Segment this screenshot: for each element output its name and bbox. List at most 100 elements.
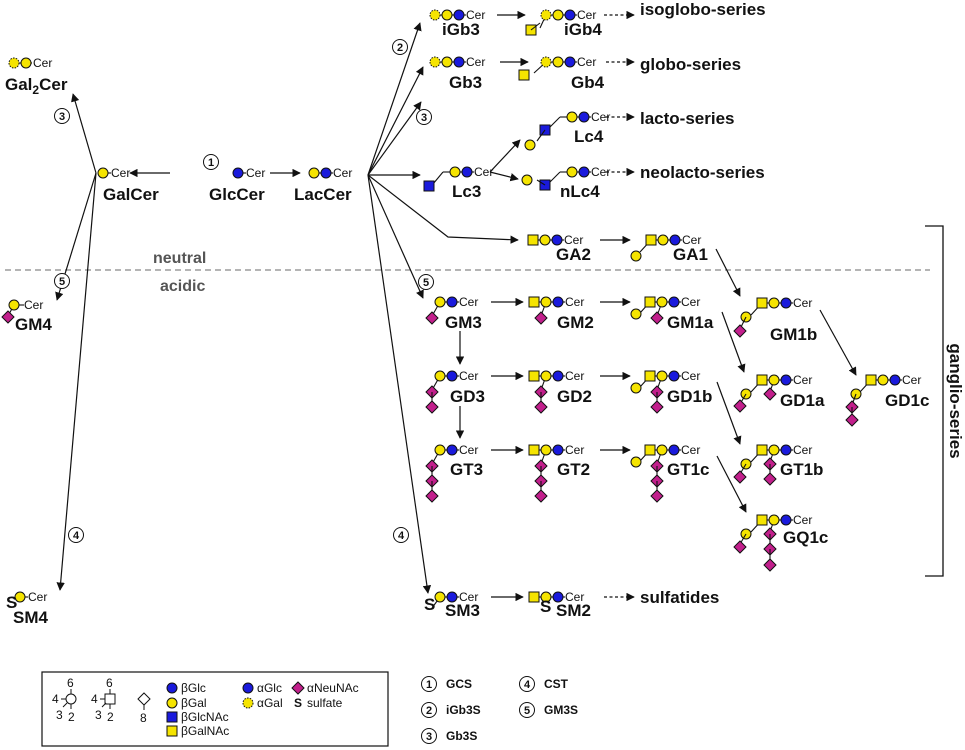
gal-symbol bbox=[449, 166, 461, 178]
galnac-symbol bbox=[528, 444, 540, 456]
glc-symbol bbox=[669, 234, 681, 246]
label-igb3: iGb3 bbox=[442, 20, 480, 39]
svg-text:6: 6 bbox=[106, 676, 113, 690]
enzyme-name: Gb3S bbox=[446, 729, 477, 743]
enzyme-marker-number: 2 bbox=[426, 705, 432, 717]
enzyme-marker-number: 4 bbox=[524, 679, 531, 691]
legend-box bbox=[41, 671, 389, 747]
galnac-symbol bbox=[756, 444, 768, 456]
gal-symbol bbox=[768, 297, 780, 309]
label-gt3: GT3 bbox=[450, 460, 483, 479]
label-lc3: Lc3 bbox=[452, 182, 481, 201]
ceramide-label: Cer bbox=[466, 8, 485, 22]
glc-symbol bbox=[780, 374, 792, 386]
label-gd1b: GD1b bbox=[667, 387, 712, 406]
glc-symbol bbox=[668, 370, 680, 382]
label-sm4: SM4 bbox=[13, 608, 49, 627]
gal-symbol bbox=[434, 296, 446, 308]
gal-symbol bbox=[540, 296, 552, 308]
ceramide-label: Cer bbox=[564, 233, 583, 247]
glc-symbol bbox=[446, 370, 458, 382]
gal-symbol bbox=[14, 591, 26, 603]
ceramide-label: Cer bbox=[681, 369, 700, 383]
enzyme-name: GM3S bbox=[544, 703, 578, 717]
label-ga1: GA1 bbox=[673, 245, 708, 264]
ceramide-label: Cer bbox=[565, 590, 584, 604]
label-gq1c: GQ1c bbox=[783, 528, 828, 547]
label-gt1b: GT1b bbox=[780, 460, 823, 479]
label-gm1b: GM1b bbox=[770, 325, 817, 344]
step-marker-number: 2 bbox=[397, 42, 403, 54]
gal-symbol bbox=[97, 167, 109, 179]
svg-text:6: 6 bbox=[67, 676, 74, 690]
gal-symbol bbox=[521, 174, 533, 186]
label-gt2: GT2 bbox=[557, 460, 590, 479]
enzyme-name: CST bbox=[544, 677, 569, 691]
enzyme-marker-number: 3 bbox=[426, 731, 432, 743]
label-gal2cer: Gal2Cer bbox=[5, 75, 68, 97]
region-neutral: neutral bbox=[153, 250, 206, 267]
label-gd1c: GD1c bbox=[885, 391, 929, 410]
label-sm3: SM3 bbox=[445, 601, 480, 620]
step-marker-circle bbox=[203, 154, 219, 170]
gal-symbol bbox=[434, 591, 446, 603]
reaction-arrow bbox=[367, 174, 432, 594]
neunac-symbol bbox=[733, 399, 747, 413]
neunac-symbol bbox=[763, 387, 777, 401]
gal-symbol bbox=[434, 444, 446, 456]
galnac-symbol bbox=[644, 296, 656, 308]
gal-symbol bbox=[552, 56, 564, 68]
legend-linkage-square: 6 4 3 2 bbox=[91, 676, 116, 724]
enzyme-marker-circle bbox=[421, 676, 437, 692]
glycosidic-bond bbox=[530, 22, 541, 31]
neunac-symbol bbox=[733, 540, 747, 554]
neunac-symbol bbox=[425, 400, 439, 414]
gal-symbol bbox=[540, 444, 552, 456]
legend-label: βGalNAc bbox=[181, 724, 229, 738]
label-glccer: GlcCer bbox=[209, 185, 265, 204]
gal-symbol bbox=[441, 9, 453, 21]
label-gd1a: GD1a bbox=[780, 391, 825, 410]
label-gd2: GD2 bbox=[557, 387, 592, 406]
ceramide-label: Cer bbox=[111, 166, 130, 180]
series-sulfatides: sulfatides bbox=[640, 588, 719, 607]
gal-symbol bbox=[656, 296, 668, 308]
enzyme-marker-circle bbox=[421, 702, 437, 718]
gal-symbol bbox=[630, 382, 642, 394]
reaction-arrow bbox=[489, 171, 519, 182]
neunac-symbol bbox=[425, 311, 439, 325]
step-marker-number: 5 bbox=[423, 277, 429, 289]
galnac-symbol bbox=[528, 591, 540, 603]
enzyme-name: GCS bbox=[446, 677, 472, 691]
reaction-arrow bbox=[716, 455, 747, 513]
ceramide-label: Cer bbox=[28, 590, 47, 604]
ceramide-label: Cer bbox=[565, 295, 584, 309]
glc-symbol bbox=[564, 56, 576, 68]
svg-text:8: 8 bbox=[140, 711, 147, 725]
galnac-symbol bbox=[756, 514, 768, 526]
gal-symbol bbox=[20, 57, 32, 69]
glc-symbol bbox=[453, 9, 465, 21]
galnac-symbol bbox=[527, 234, 539, 246]
label-gm2: GM2 bbox=[557, 313, 594, 332]
gal-symbol bbox=[877, 374, 889, 386]
sulfate-symbol: S bbox=[6, 593, 17, 612]
neunac-symbol bbox=[733, 470, 747, 484]
ceramide-label: Cer bbox=[33, 56, 52, 70]
svg-text:3: 3 bbox=[95, 708, 102, 722]
ganglio-series-label: ganglio-series bbox=[946, 343, 965, 458]
legend-symbol-gal bbox=[166, 697, 178, 709]
ceramide-label: Cer bbox=[793, 513, 812, 527]
ceramide-label: Cer bbox=[591, 165, 610, 179]
glc-symbol bbox=[232, 167, 244, 179]
enzyme-marker-number: 1 bbox=[426, 679, 432, 691]
ganglio-bracket bbox=[925, 225, 944, 577]
ceramide-label: Cer bbox=[565, 443, 584, 457]
neunac-symbol bbox=[763, 558, 777, 572]
svg-text:3: 3 bbox=[56, 708, 63, 722]
label-galcer: GalCer bbox=[103, 185, 159, 204]
agal-symbol bbox=[540, 9, 552, 21]
legend-symbol-glc bbox=[242, 682, 254, 694]
gal-symbol bbox=[656, 444, 668, 456]
